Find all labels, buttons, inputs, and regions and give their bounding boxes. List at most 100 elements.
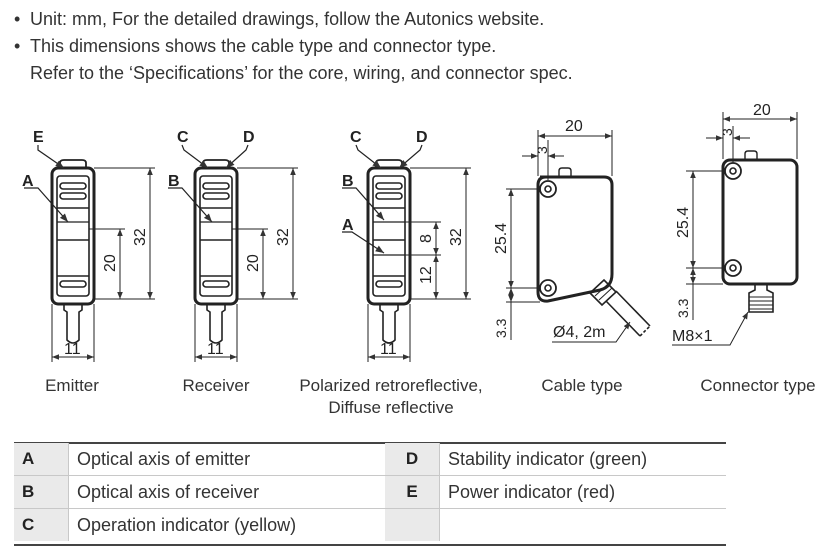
emitter-leader-e	[37, 145, 65, 169]
receiver-texts: C D B 32 20 11	[168, 129, 292, 358]
connector-view	[672, 112, 799, 346]
cable-dim-width: 20	[565, 118, 583, 135]
cable-wire	[605, 290, 651, 337]
receiver-dim-width: 11	[207, 341, 224, 358]
receiver-leader-b	[168, 187, 213, 223]
polarized-dim-width: 11	[380, 341, 397, 358]
emitter-texts: E A 32 20 11	[22, 129, 149, 358]
receiver-body	[193, 166, 239, 306]
receiver-label-b: B	[168, 173, 180, 190]
emitter-inner	[56, 175, 90, 297]
polarized-leader-d	[398, 144, 423, 169]
caption-cable: Cable type	[541, 376, 623, 395]
note-text-1: Unit: mm, For the detailed drawings, fol…	[30, 9, 545, 29]
legend-value: Optical axis of emitter	[68, 443, 385, 476]
emitter-body	[50, 166, 96, 306]
legend-key: B	[14, 475, 69, 509]
cable-hole-top	[539, 180, 557, 198]
caption-polarized-1: Polarized retroreflective,	[299, 376, 483, 395]
note-line-3: Refer to the ‘Specifications’ for the co…	[30, 63, 573, 83]
emitter-leader-a	[24, 187, 69, 223]
connector-top-tab	[744, 150, 758, 160]
legend-key: D	[385, 443, 440, 476]
connector-texts: 20 3 25.4 3.3 M8×1	[672, 102, 771, 345]
legend-value	[439, 508, 726, 541]
note-line-1: • Unit: mm, For the detailed drawings, fo…	[14, 6, 573, 33]
cable-texts: 20 3 25.4 3.3 Ø4, 2m	[493, 118, 605, 341]
emitter-label-a: A	[22, 173, 34, 190]
notes: • Unit: mm, For the detailed drawings, fo…	[14, 6, 573, 87]
cable-body	[536, 175, 614, 303]
polarized-dim-lower: 12	[418, 266, 435, 284]
legend-row: B Optical axis of receiver E Power indic…	[14, 475, 726, 509]
bullet-2: •	[14, 36, 21, 56]
polarized-leader-a	[342, 231, 385, 254]
connector-dim-height: 25.4	[675, 207, 692, 238]
connector-dim-thread: M8×1	[672, 328, 713, 345]
caption-emitter: Emitter	[45, 376, 99, 395]
polarized-texts: C D B A 32 8 12 11	[342, 129, 465, 358]
emitter-dim-width: 11	[64, 341, 81, 358]
receiver-dim-window: 20	[245, 254, 262, 272]
cable-dims	[506, 130, 631, 343]
legend-key: C	[14, 508, 69, 541]
legend-key: E	[385, 475, 440, 509]
connector-plug	[748, 284, 774, 313]
cable-dim-height: 25.4	[493, 223, 510, 254]
connector-dim-offset: 3	[719, 128, 735, 136]
polarized-dims	[367, 167, 471, 362]
receiver-dims	[194, 167, 298, 362]
polarized-label-b: B	[342, 173, 354, 190]
note-line-2: • This dimensions shows the cable type an…	[14, 33, 573, 60]
legend-row: A Optical axis of emitter D Stability in…	[14, 443, 726, 476]
caption-polarized-2: Diffuse reflective	[328, 398, 454, 417]
receiver-leader-d	[225, 144, 249, 169]
emitter-dim-height: 32	[132, 228, 149, 246]
legend-table: A Optical axis of emitter D Stability in…	[14, 443, 726, 541]
legend-key: A	[14, 443, 69, 476]
cable-top-tab	[558, 167, 572, 177]
receiver-label-d: D	[243, 129, 255, 146]
legend-row: C Operation indicator (yellow)	[14, 508, 726, 541]
cable-dim-cable: Ø4, 2m	[553, 324, 605, 341]
caption-receiver: Receiver	[182, 376, 250, 395]
polarized-label-c: C	[350, 129, 362, 146]
polarized-body	[366, 166, 412, 306]
cable-dim-offset: 3	[534, 146, 550, 154]
note-text-2: This dimensions shows the cable type and…	[30, 36, 497, 56]
polarized-dim-upper: 8	[418, 234, 435, 243]
receiver-leader-c	[181, 144, 209, 169]
legend-bottom-rule	[14, 544, 726, 546]
emitter-tail	[63, 304, 83, 344]
cable-view	[506, 130, 651, 343]
connector-hole-top	[724, 162, 742, 180]
connector-dim-width: 20	[753, 102, 771, 119]
legend-key	[385, 508, 440, 541]
emitter-label-e: E	[33, 129, 44, 146]
cable-dim-bottom: 3.3	[493, 318, 509, 338]
receiver-view	[168, 144, 298, 362]
receiver-dim-height: 32	[275, 228, 292, 246]
polarized-dim-height: 32	[448, 228, 465, 246]
polarized-leader-c	[355, 144, 382, 169]
receiver-label-c: C	[177, 129, 189, 146]
connector-dim-bottom: 3.3	[675, 298, 691, 318]
bullet-1: •	[14, 9, 21, 29]
legend-value: Stability indicator (green)	[439, 443, 726, 476]
polarized-label-d: D	[416, 129, 428, 146]
connector-leader	[672, 311, 749, 346]
polarized-view	[342, 144, 471, 362]
cable-leader	[552, 321, 631, 343]
emitter-view	[24, 145, 155, 362]
polarized-label-a: A	[342, 217, 354, 234]
emitter-dim-window: 20	[102, 254, 119, 272]
caption-connector: Connector type	[700, 376, 816, 395]
emitter-dims	[51, 167, 155, 362]
connector-body	[721, 158, 799, 286]
legend-value: Operation indicator (yellow)	[68, 508, 385, 541]
legend-value: Optical axis of receiver	[68, 475, 385, 509]
polarized-leader-b	[342, 187, 385, 221]
cable-hole-bottom	[539, 279, 557, 297]
legend-value: Power indicator (red)	[439, 475, 726, 509]
